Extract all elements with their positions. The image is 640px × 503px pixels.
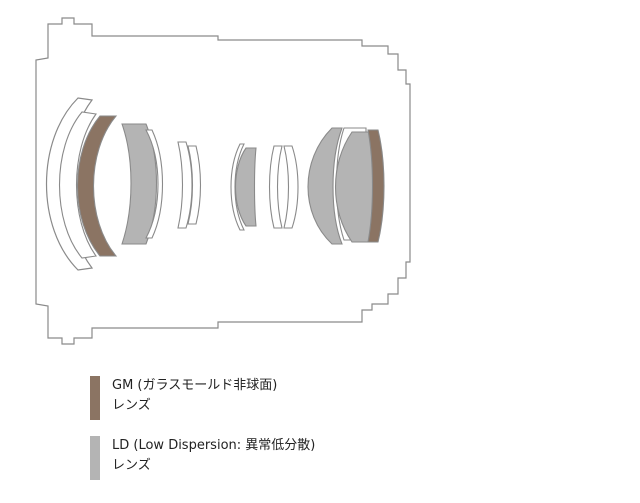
lens-element-6 [187, 145, 201, 225]
ld-swatch [90, 436, 100, 480]
gm-legend-label: GM (ガラスモールド非球面) レンズ [112, 376, 277, 416]
lens-construction-diagram [35, 17, 411, 345]
lens-element-4 [145, 129, 163, 239]
legend-item-gm: GM (ガラスモールド非球面) レンズ [90, 376, 277, 420]
gm-legend-line-2: レンズ [112, 398, 151, 413]
lens-element-gm [77, 115, 118, 257]
lens-element-ld-2 [234, 147, 257, 227]
ld-legend-line-1: LD (Low Dispersion: 異常低分散) [112, 438, 316, 453]
ld-legend-line-2: レンズ [112, 458, 151, 473]
gm-legend-line-1: GM (ガラスモールド非球面) [112, 378, 278, 393]
lens-element-8 [230, 143, 245, 231]
lens-element-5 [177, 141, 193, 229]
legend-item-ld: LD (Low Dispersion: 異常低分散) レンズ [90, 436, 315, 480]
lens-element-1 [59, 111, 97, 259]
lens-barrel-outline [35, 17, 411, 345]
lens-element-gm-rear [367, 129, 385, 243]
lens-element-ld-3 [307, 127, 343, 245]
lens-element-9 [268, 145, 283, 229]
gm-swatch [90, 376, 100, 420]
lens-element-10 [283, 145, 299, 229]
ld-legend-label: LD (Low Dispersion: 異常低分散) レンズ [112, 436, 315, 476]
